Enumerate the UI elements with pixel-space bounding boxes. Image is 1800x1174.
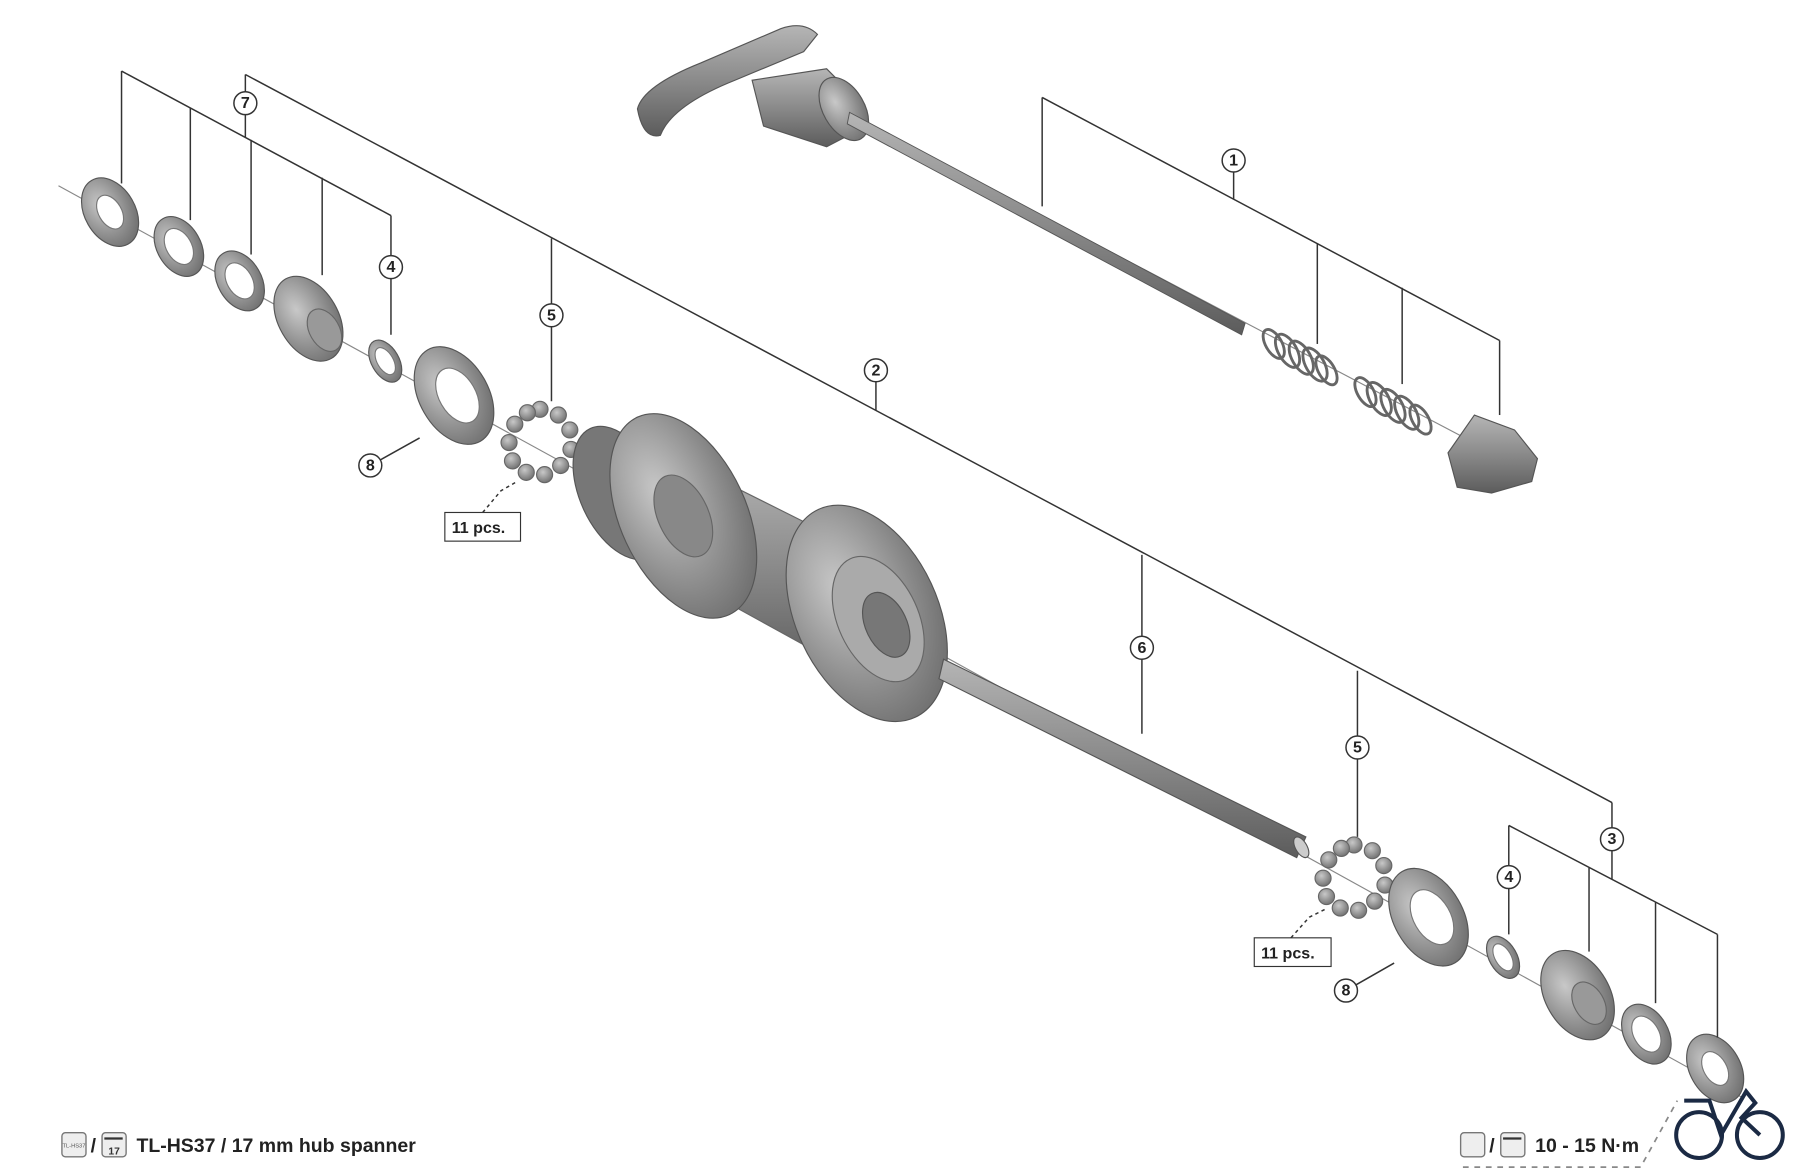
svg-text:6: 6 <box>1137 639 1146 657</box>
skewer-nut <box>1447 414 1539 494</box>
callout-2: 2 <box>863 358 889 383</box>
footer-tool-spec: TL-HS37 / 17 TL-HS37 / 17 mm hub spanner <box>61 1132 416 1158</box>
hub-tool-icon <box>1459 1132 1486 1158</box>
callout-8-right: 8 <box>1333 978 1359 1003</box>
svg-text:5: 5 <box>1353 739 1362 757</box>
ball-bearings-left <box>500 400 580 484</box>
svg-text:8: 8 <box>1342 982 1351 1000</box>
bicycle-logo-icon <box>1674 1087 1785 1160</box>
svg-text:5: 5 <box>547 306 556 324</box>
tool-spec-text: TL-HS37 / 17 mm hub spanner <box>136 1135 416 1157</box>
spring-1 <box>1261 328 1339 387</box>
callout-4-right: 4 <box>1496 864 1521 890</box>
left-parts <box>80 177 495 445</box>
svg-text:17: 17 <box>108 1147 120 1158</box>
hub-tool-icon: TL-HS37 <box>61 1132 87 1158</box>
svg-text:2: 2 <box>871 361 880 379</box>
svg-text:/: / <box>1489 1135 1495 1157</box>
svg-text:7: 7 <box>241 94 250 112</box>
svg-text:11 pcs.: 11 pcs. <box>452 519 506 537</box>
axle <box>938 658 1310 859</box>
note-balls-left: 11 pcs. <box>444 511 522 542</box>
callout-3: 3 <box>1599 827 1625 852</box>
svg-text:4: 4 <box>1504 868 1513 886</box>
svg-text:8: 8 <box>366 456 375 474</box>
torque-text: 10 - 15 N·m <box>1535 1135 1639 1157</box>
svg-text:4: 4 <box>386 258 395 276</box>
callout-1: 1 <box>1221 148 1246 173</box>
quick-release-skewer <box>636 25 1246 336</box>
callout-5-left: 5 <box>539 303 564 328</box>
callout-6: 6 <box>1129 635 1155 660</box>
note-balls-right: 11 pcs. <box>1253 937 1332 968</box>
svg-text:1: 1 <box>1229 152 1238 170</box>
right-parts <box>1388 867 1745 1104</box>
spanner-17-icon: 17 <box>101 1132 127 1158</box>
callout-7: 7 <box>233 90 258 116</box>
spanner-17-icon <box>1500 1132 1526 1158</box>
ball-bearings-right <box>1314 836 1394 919</box>
callout-8-left: 8 <box>358 453 383 478</box>
leader-lines <box>120 70 1719 1038</box>
svg-text:/: / <box>91 1135 97 1157</box>
callout-5-right: 5 <box>1345 735 1370 760</box>
hub-body <box>572 413 948 723</box>
svg-text:11 pcs.: 11 pcs. <box>1261 944 1315 962</box>
svg-text:3: 3 <box>1607 830 1616 848</box>
svg-text:TL-HS37: TL-HS37 <box>63 1144 86 1150</box>
footer-torque-spec: / 10 - 15 N·m <box>1459 1100 1679 1168</box>
spring-2 <box>1353 376 1433 436</box>
callout-4-left: 4 <box>378 254 404 280</box>
